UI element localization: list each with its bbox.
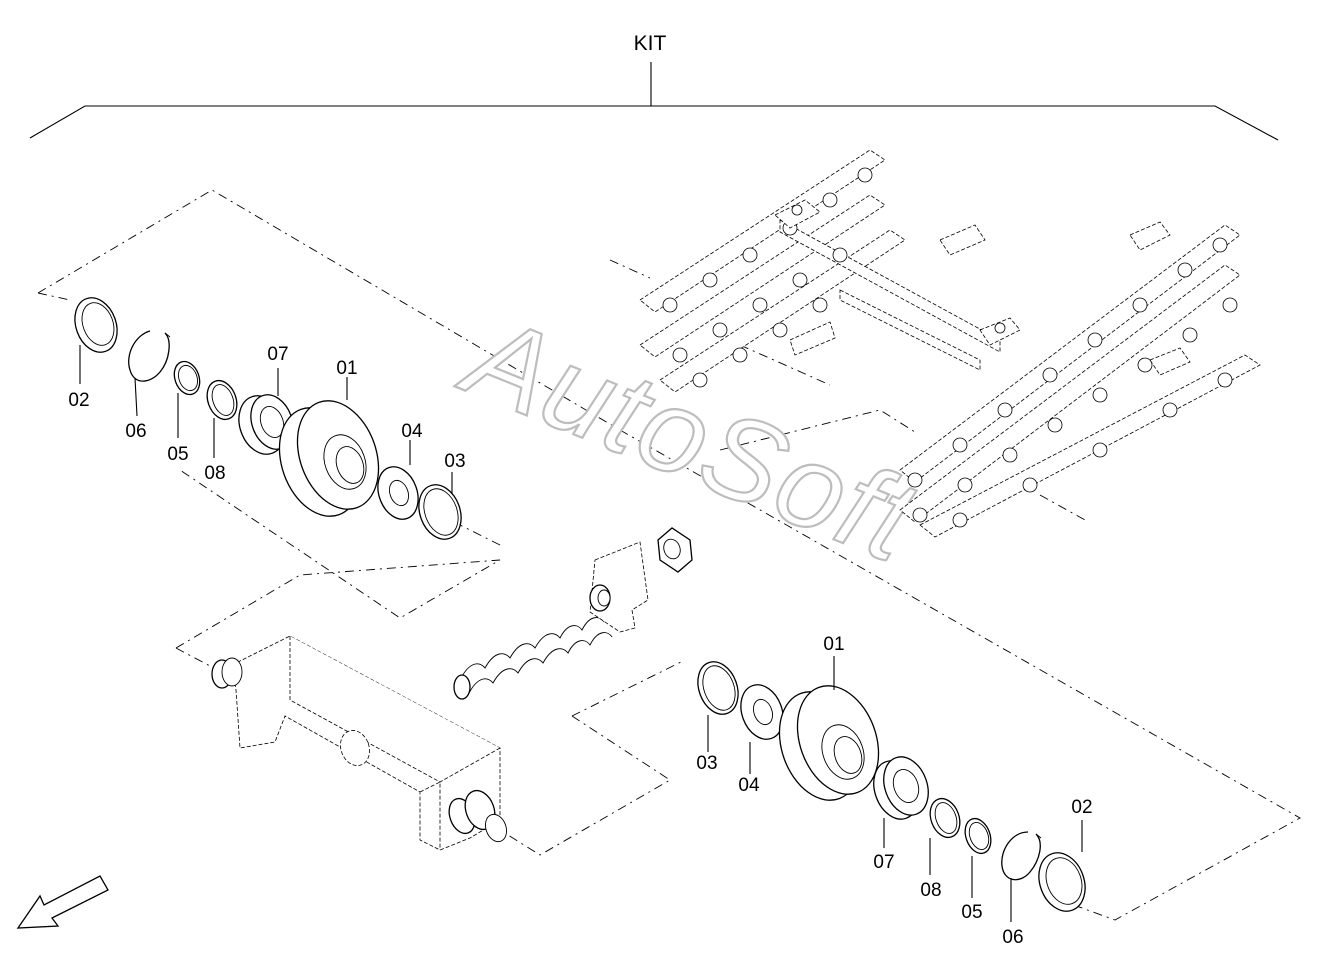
circlip-06-right bbox=[1001, 831, 1042, 881]
bearing-07-left bbox=[238, 394, 294, 455]
right-callouts: 01 03 04 07 08 05 06 02 bbox=[696, 634, 1092, 948]
callout-01-left: 01 bbox=[336, 358, 357, 379]
callout-04-right: 04 bbox=[738, 775, 760, 796]
assembly-guide-lines bbox=[37, 189, 1301, 921]
left-callouts: 02 06 05 08 07 01 04 03 bbox=[68, 344, 466, 494]
ring-03-right bbox=[697, 661, 739, 715]
right-parts-row bbox=[697, 661, 1086, 912]
callout-02-right: 02 bbox=[1071, 797, 1092, 818]
callout-04-left: 04 bbox=[401, 421, 423, 442]
washer-04-left bbox=[377, 466, 419, 520]
roller-01-left bbox=[278, 400, 380, 517]
kit-label: KIT bbox=[634, 32, 667, 55]
callout-05-right: 05 bbox=[961, 902, 982, 923]
circlip-06-left bbox=[128, 330, 171, 382]
callout-07-left: 07 bbox=[267, 344, 288, 365]
callout-06-left: 06 bbox=[125, 421, 146, 442]
roller-01-right bbox=[778, 685, 880, 801]
tension-spring bbox=[453, 617, 613, 700]
ring-03-left bbox=[418, 484, 462, 540]
ring-08-right bbox=[929, 797, 961, 839]
callout-08-left: 08 bbox=[204, 463, 225, 484]
kit-bracket: KIT bbox=[29, 32, 1279, 141]
ring-08-left bbox=[206, 379, 238, 421]
callout-03-right: 03 bbox=[696, 753, 717, 774]
tension-bracket bbox=[589, 541, 649, 633]
bearing-07-right bbox=[873, 756, 929, 820]
ring-05-left bbox=[173, 360, 201, 396]
callout-06-right: 06 bbox=[1002, 927, 1023, 948]
callout-02-left: 02 bbox=[68, 390, 89, 411]
callout-07-right: 07 bbox=[873, 852, 894, 873]
callout-08-right: 08 bbox=[920, 880, 941, 901]
chain-links bbox=[662, 167, 1238, 528]
ring-05-right bbox=[964, 817, 992, 855]
callout-01-right: 01 bbox=[823, 634, 844, 655]
washer-04-right bbox=[740, 684, 784, 740]
hex-nut bbox=[657, 527, 693, 573]
arrow-down-left-icon bbox=[16, 875, 109, 929]
callout-03-left: 03 bbox=[444, 451, 465, 472]
axle-beam bbox=[211, 635, 507, 851]
callout-05-left: 05 bbox=[167, 444, 188, 465]
cap-02-left bbox=[74, 297, 118, 353]
chain-assembly bbox=[639, 149, 1261, 538]
cap-02-right bbox=[1038, 852, 1086, 912]
left-parts-row bbox=[74, 297, 462, 540]
